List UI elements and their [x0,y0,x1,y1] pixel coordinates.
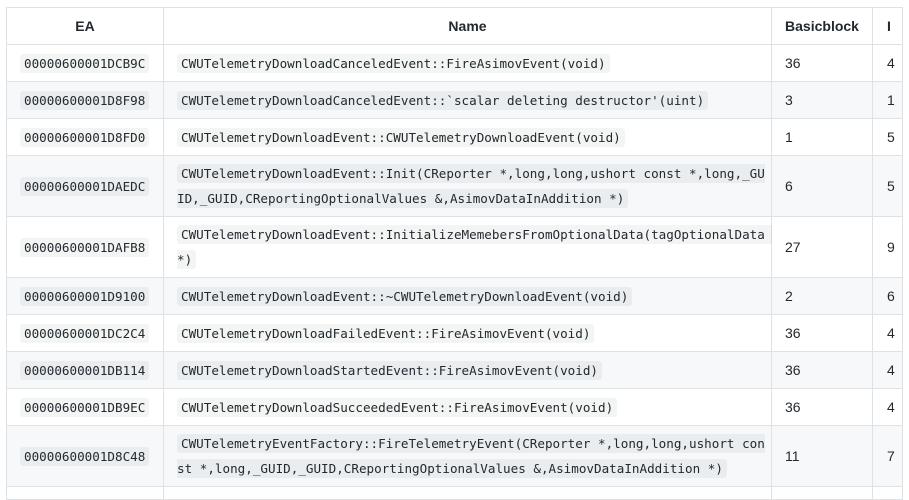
basicblock-cell: 36 [771,388,873,426]
function-name: CWUTelemetryDownloadStartedEvent::FireAs… [177,360,603,380]
column-header-name[interactable]: Name [163,7,772,45]
ea-cell [6,486,164,500]
function-name: CWUTelemetryDownloadEvent::CWUTelemetryD… [177,127,625,147]
ea-cell: 00000600001DB114 [6,351,164,389]
basicblock-cell: 27 [771,216,873,278]
ea-code: 00000600001D9100 [20,287,150,306]
table-row[interactable]: 00000600001D8FD0 CWUTelemetryDownloadEve… [6,118,903,156]
basicblock-cell: 36 [771,314,873,352]
name-cell: CWUTelemetryDownloadEvent::~CWUTelemetry… [163,277,772,315]
partial-cell: 9 [872,216,903,278]
table-row[interactable]: 00000600001DB114 CWUTelemetryDownloadSta… [6,351,903,389]
partial-cell: 4 [872,351,903,389]
ea-code: 00000600001DCB9C [20,54,150,73]
name-cell: CWUTelemetryDownloadCanceledEvent::FireA… [163,44,772,82]
name-cell: CWUTelemetryDownloadFailedEvent::FireAsi… [163,314,772,352]
table-row[interactable]: 00000600001D9100 CWUTelemetryDownloadEve… [6,277,903,315]
table-row[interactable]: 00000600001DCB9C CWUTelemetryDownloadCan… [6,44,903,82]
partial-cell: 5 [872,118,903,156]
ea-code: 00000600001D8C48 [20,447,150,466]
ea-code: 00000600001DC2C4 [20,324,150,343]
ea-code: 00000600001D8F98 [20,91,150,110]
table-header-row: EA Name Basicblock I [6,7,903,45]
basicblock-cell [771,486,873,500]
function-name: CWUTelemetryDownloadEvent::~CWUTelemetry… [177,286,633,306]
ea-cell: 00000600001DAEDC [6,155,164,217]
partial-cell [872,486,903,500]
ea-cell: 00000600001D9100 [6,277,164,315]
basicblock-cell: 6 [771,155,873,217]
column-header-partial[interactable]: I [872,7,903,45]
function-name: CWUTelemetryDownloadFailedEvent::FireAsi… [177,323,595,343]
ea-cell: 00000600001D8FD0 [6,118,164,156]
function-name: CWUTelemetryEventFactory::FireTelemetryE… [177,434,765,478]
basicblock-cell: 3 [771,81,873,119]
function-table: EA Name Basicblock I 00000600001DCB9C CW… [6,7,903,500]
partial-cell: 7 [872,425,903,487]
function-name: CWUTelemetryDownloadSucceededEvent::Fire… [177,397,618,417]
ea-cell: 00000600001DAFB8 [6,216,164,278]
ea-cell: 00000600001DC2C4 [6,314,164,352]
partial-cell: 6 [872,277,903,315]
ea-cell: 00000600001D8F98 [6,81,164,119]
name-cell: CWUTelemetryDownloadStartedEvent::FireAs… [163,351,772,389]
name-cell [163,486,772,500]
basicblock-cell: 2 [771,277,873,315]
function-name: CWUTelemetryDownloadEvent::Init(CReporte… [177,164,765,208]
basicblock-cell: 36 [771,44,873,82]
partial-cell: 4 [872,388,903,426]
function-name: CWUTelemetryDownloadCanceledEvent::FireA… [177,53,610,73]
function-name: CWUTelemetryDownloadCanceledEvent::`scal… [177,90,709,110]
name-cell: CWUTelemetryDownloadCanceledEvent::`scal… [163,81,772,119]
ea-cell: 00000600001DCB9C [6,44,164,82]
table-row-partial [6,486,903,500]
partial-cell: 4 [872,44,903,82]
ea-code: 00000600001DB9EC [20,398,150,417]
ea-code: 00000600001DAFB8 [20,238,150,257]
table-row[interactable]: 00000600001DAFB8 CWUTelemetryDownloadEve… [6,216,903,278]
basicblock-cell: 1 [771,118,873,156]
basicblock-cell: 36 [771,351,873,389]
table-row[interactable]: 00000600001DC2C4 CWUTelemetryDownloadFai… [6,314,903,352]
table-row[interactable]: 00000600001D8F98 CWUTelemetryDownloadCan… [6,81,903,119]
name-cell: CWUTelemetryEventFactory::FireTelemetryE… [163,425,772,487]
basicblock-cell: 11 [771,425,873,487]
ea-code: 00000600001DAEDC [20,177,150,196]
ea-code: 00000600001D8FD0 [20,128,150,147]
table-row[interactable]: 00000600001DAEDC CWUTelemetryDownloadEve… [6,155,903,217]
column-header-ea[interactable]: EA [6,7,164,45]
name-cell: CWUTelemetryDownloadSucceededEvent::Fire… [163,388,772,426]
name-cell: CWUTelemetryDownloadEvent::CWUTelemetryD… [163,118,772,156]
ea-code: 00000600001DB114 [20,361,150,380]
table-row[interactable]: 00000600001DB9EC CWUTelemetryDownloadSuc… [6,388,903,426]
ea-cell: 00000600001D8C48 [6,425,164,487]
name-cell: CWUTelemetryDownloadEvent::InitializeMem… [163,216,773,278]
name-cell: CWUTelemetryDownloadEvent::Init(CReporte… [163,155,772,217]
function-name: CWUTelemetryDownloadEvent::InitializeMem… [177,225,773,269]
partial-cell: 1 [872,81,903,119]
column-header-basicblock[interactable]: Basicblock [771,7,873,45]
partial-cell: 4 [872,314,903,352]
partial-cell: 5 [872,155,903,217]
table-row[interactable]: 00000600001D8C48 CWUTelemetryEventFactor… [6,425,903,487]
ea-cell: 00000600001DB9EC [6,388,164,426]
